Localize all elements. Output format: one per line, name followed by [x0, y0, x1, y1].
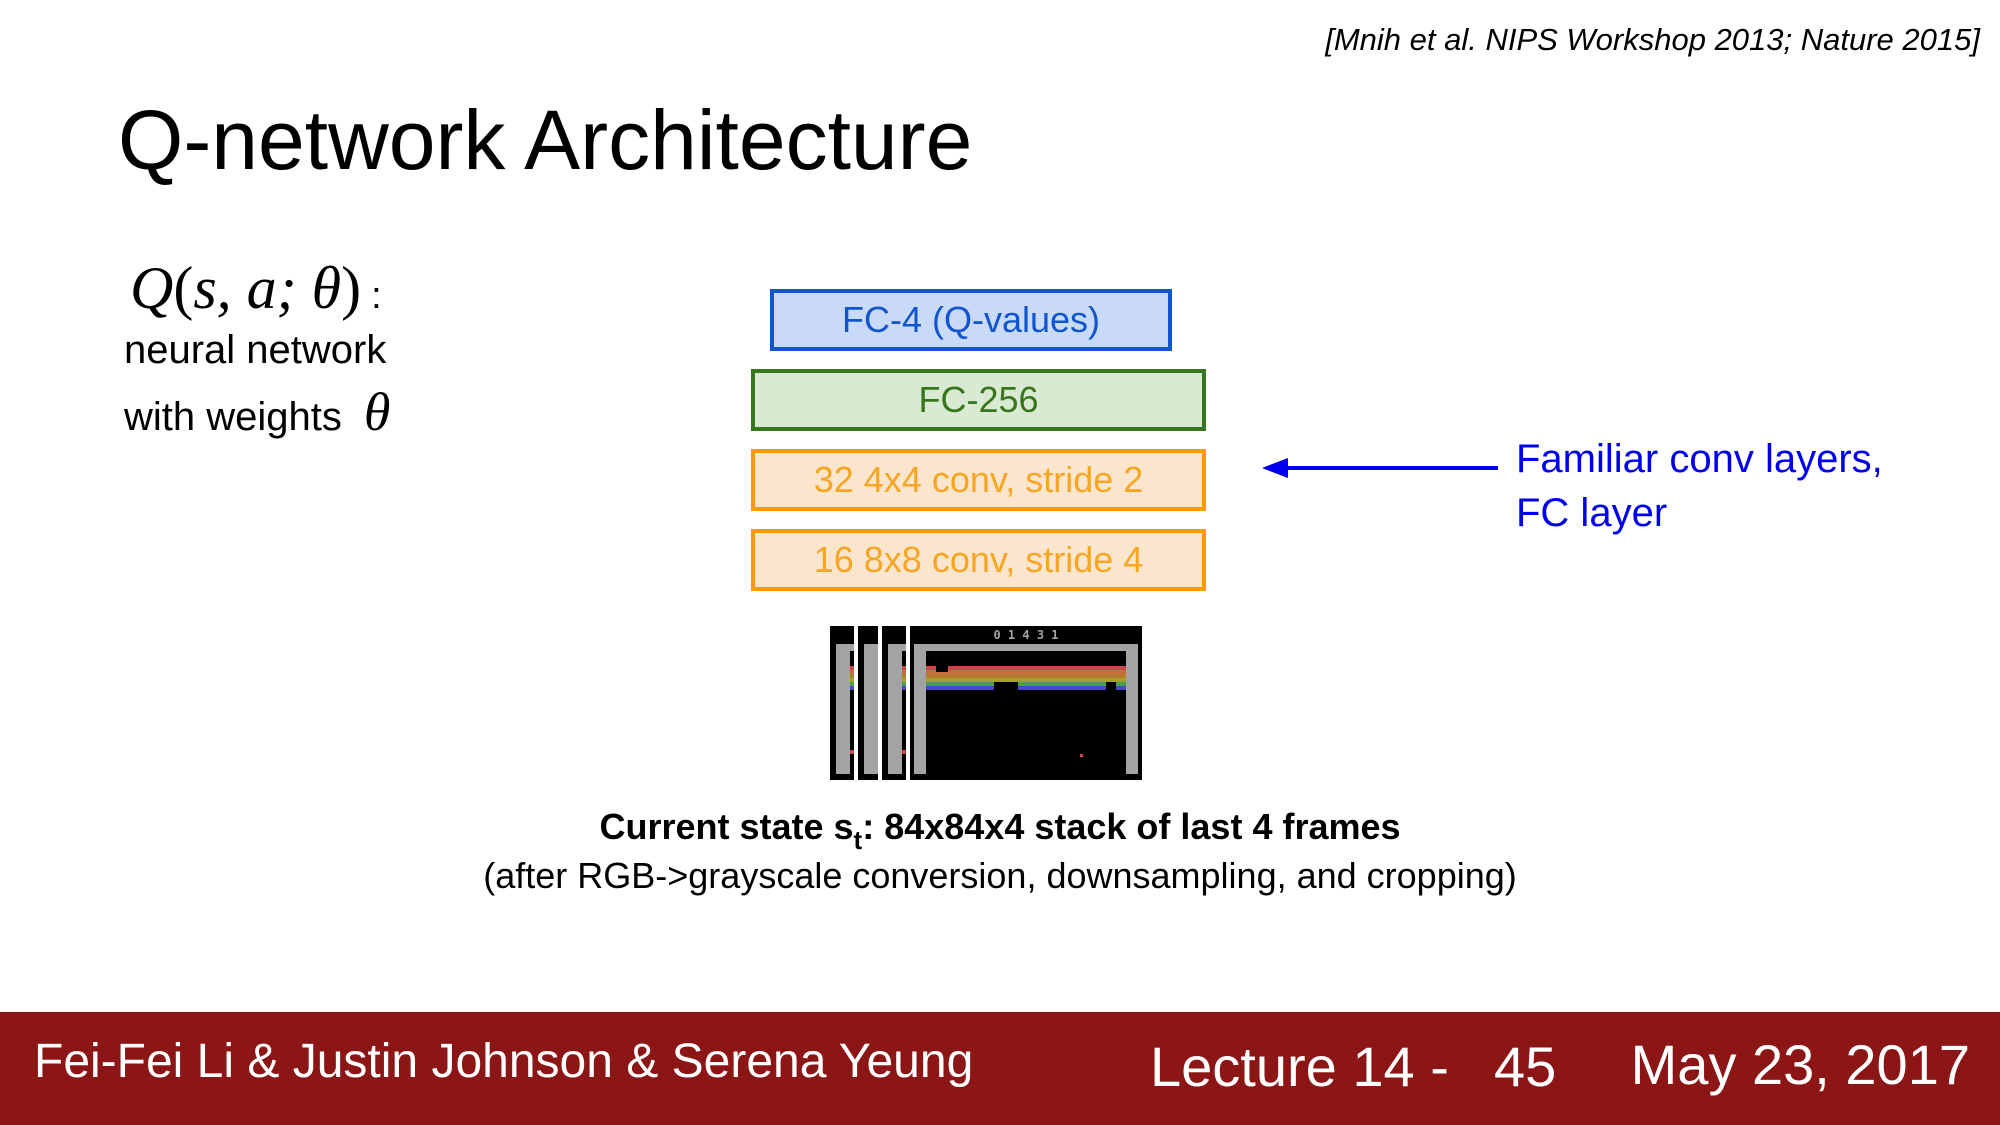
layer-conv1: 16 8x8 conv, stride 4 — [751, 529, 1206, 591]
formula-args: s, a; — [193, 255, 312, 321]
footer-bar — [0, 1012, 2000, 1125]
footer-slide-number: 45 — [1494, 1035, 1557, 1098]
formula-theta: θ — [311, 255, 342, 321]
left-arrow-icon — [1262, 458, 1498, 478]
formula-close-paren: ) — [341, 255, 362, 321]
layer-fc4: FC-4 (Q-values) — [770, 289, 1172, 351]
footer-date: May 23, 2017 — [1630, 1033, 1970, 1096]
layer-conv2: 32 4x4 conv, stride 2 — [751, 449, 1206, 511]
state-caption-subscript: t — [853, 825, 863, 855]
layer-fc256: FC-256 — [751, 369, 1206, 431]
theta-symbol: θ — [363, 382, 391, 442]
game-score: 0 1 4 3 1 — [993, 628, 1058, 642]
citation: [Mnih et al. NIPS Workshop 2013; Nature … — [1325, 22, 1980, 57]
formula-open-paren: ( — [173, 255, 194, 321]
state-caption-suffix: : 84x84x4 stack of last 4 frames — [862, 806, 1401, 847]
q-description-line1: neural network — [124, 328, 387, 372]
footer-lecture: Lecture 14 - — [1150, 1035, 1449, 1098]
q-description-text: with weights — [124, 395, 342, 439]
state-caption-detail: (after RGB->grayscale conversion, downsa… — [483, 855, 1517, 896]
footer-authors: Fei-Fei Li & Justin Johnson & Serena Yeu… — [34, 1035, 974, 1088]
game-frames-image: 0 1 4 3 1 — [830, 626, 1142, 780]
annotation-line1: Familiar conv layers, — [1516, 437, 1883, 481]
q-function-formula: Q(s, a; θ): — [130, 254, 382, 323]
q-description-line2: with weights θ — [124, 381, 390, 443]
formula-colon: : — [371, 275, 382, 317]
annotation-text: Familiar conv layers, FC layer — [1516, 432, 1883, 540]
annotation-line2: FC layer — [1516, 491, 1668, 535]
state-caption: Current state st: 84x84x4 stack of last … — [0, 806, 2000, 856]
formula-q: Q — [130, 255, 174, 321]
state-caption-prefix: Current state s — [599, 806, 854, 847]
slide-title: Q-network Architecture — [118, 93, 973, 187]
